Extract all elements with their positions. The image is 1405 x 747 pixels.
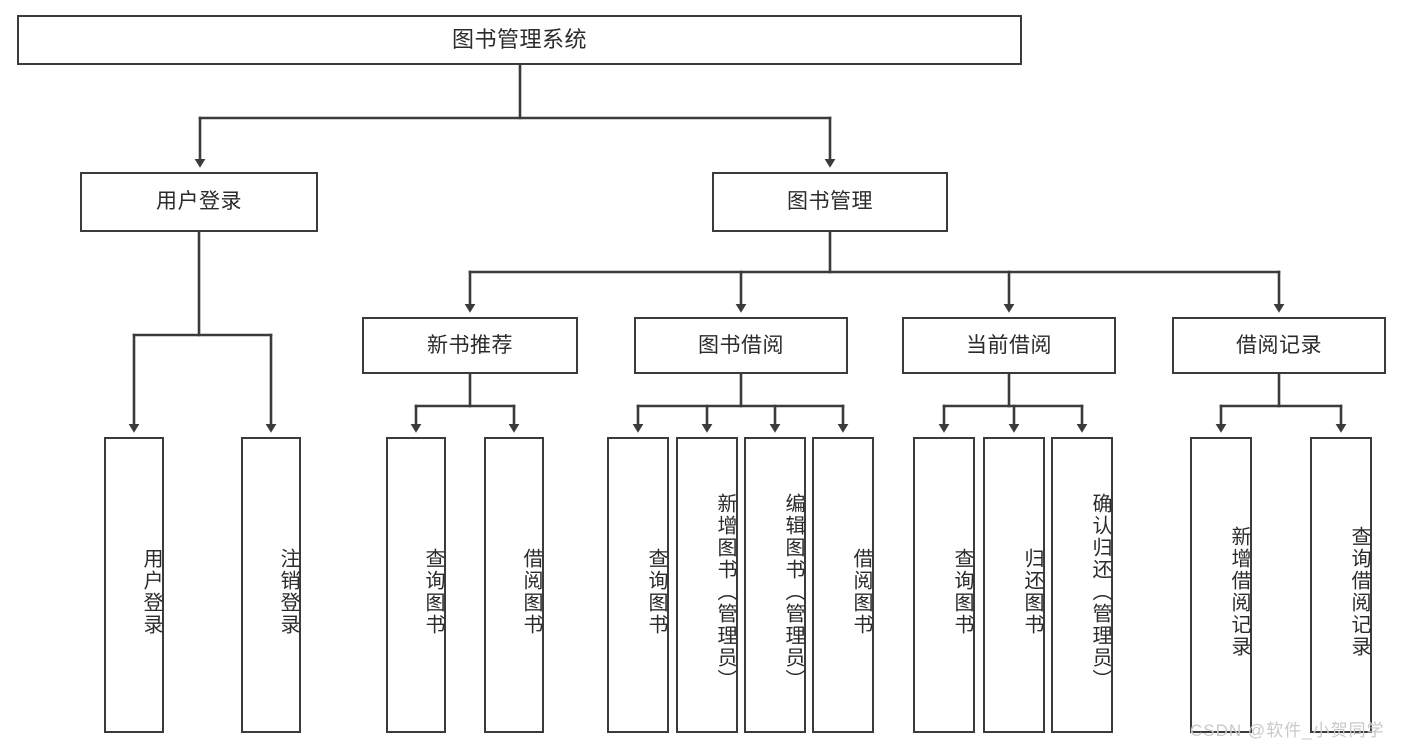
leaf-label: 查询图书 bbox=[645, 548, 667, 636]
leaf-label: 查询图书 bbox=[422, 548, 444, 636]
leaf-label: 查询图书 bbox=[951, 548, 973, 636]
leaf-return-book[interactable]: 归还图书 bbox=[983, 437, 1045, 733]
leaf-label: 借阅图书 bbox=[520, 548, 542, 636]
node-borrow-record[interactable]: 借阅记录 bbox=[1172, 317, 1386, 374]
leaf-user-login[interactable]: 用户登录 bbox=[104, 437, 164, 733]
leaf-add-book-admin[interactable]: 新增图书（管理员） bbox=[676, 437, 738, 733]
leaf-query-borrow-record[interactable]: 查询借阅记录 bbox=[1310, 437, 1372, 733]
node-book-manage-label: 图书管理 bbox=[787, 190, 873, 214]
leaf-confirm-return-admin[interactable]: 确认归还（管理员） bbox=[1051, 437, 1113, 733]
node-current-borrow[interactable]: 当前借阅 bbox=[902, 317, 1116, 374]
leaf-edit-book-admin[interactable]: 编辑图书（管理员） bbox=[744, 437, 806, 733]
leaf-label: 注销登录 bbox=[277, 548, 299, 636]
leaf-label: 新增借阅记录 bbox=[1228, 526, 1250, 658]
leaf-label: 归还图书 bbox=[1021, 548, 1043, 636]
leaf-label: 编辑图书（管理员） bbox=[782, 493, 804, 691]
node-book-borrow[interactable]: 图书借阅 bbox=[634, 317, 848, 374]
leaf-label: 新增图书（管理员） bbox=[714, 493, 736, 691]
leaf-borrow-book-newbook[interactable]: 借阅图书 bbox=[484, 437, 544, 733]
leaf-logout[interactable]: 注销登录 bbox=[241, 437, 301, 733]
leaf-query-book-borrow[interactable]: 查询图书 bbox=[607, 437, 669, 733]
node-root[interactable]: 图书管理系统 bbox=[17, 15, 1022, 65]
node-new-book-recommend[interactable]: 新书推荐 bbox=[362, 317, 578, 374]
watermark-text: CSDN @软件_小贺同学 bbox=[1190, 721, 1385, 740]
leaf-query-book-newbook[interactable]: 查询图书 bbox=[386, 437, 446, 733]
node-borrow-record-label: 借阅记录 bbox=[1236, 333, 1322, 357]
leaf-add-borrow-record[interactable]: 新增借阅记录 bbox=[1190, 437, 1252, 733]
node-book-manage[interactable]: 图书管理 bbox=[712, 172, 948, 232]
leaf-label: 查询借阅记录 bbox=[1348, 526, 1370, 658]
leaf-label: 借阅图书 bbox=[850, 548, 872, 636]
leaf-borrow-book[interactable]: 借阅图书 bbox=[812, 437, 874, 733]
leaf-label: 确认归还（管理员） bbox=[1089, 493, 1111, 691]
node-new-book-recommend-label: 新书推荐 bbox=[427, 333, 513, 357]
watermark: CSDN @软件_小贺同学 bbox=[1190, 716, 1385, 741]
node-root-label: 图书管理系统 bbox=[451, 26, 587, 52]
leaf-query-book-current[interactable]: 查询图书 bbox=[913, 437, 975, 733]
leaf-label: 用户登录 bbox=[140, 548, 162, 636]
node-current-borrow-label: 当前借阅 bbox=[966, 333, 1052, 357]
node-user-login[interactable]: 用户登录 bbox=[80, 172, 318, 232]
node-user-login-label: 用户登录 bbox=[156, 190, 242, 214]
node-book-borrow-label: 图书借阅 bbox=[698, 333, 784, 357]
